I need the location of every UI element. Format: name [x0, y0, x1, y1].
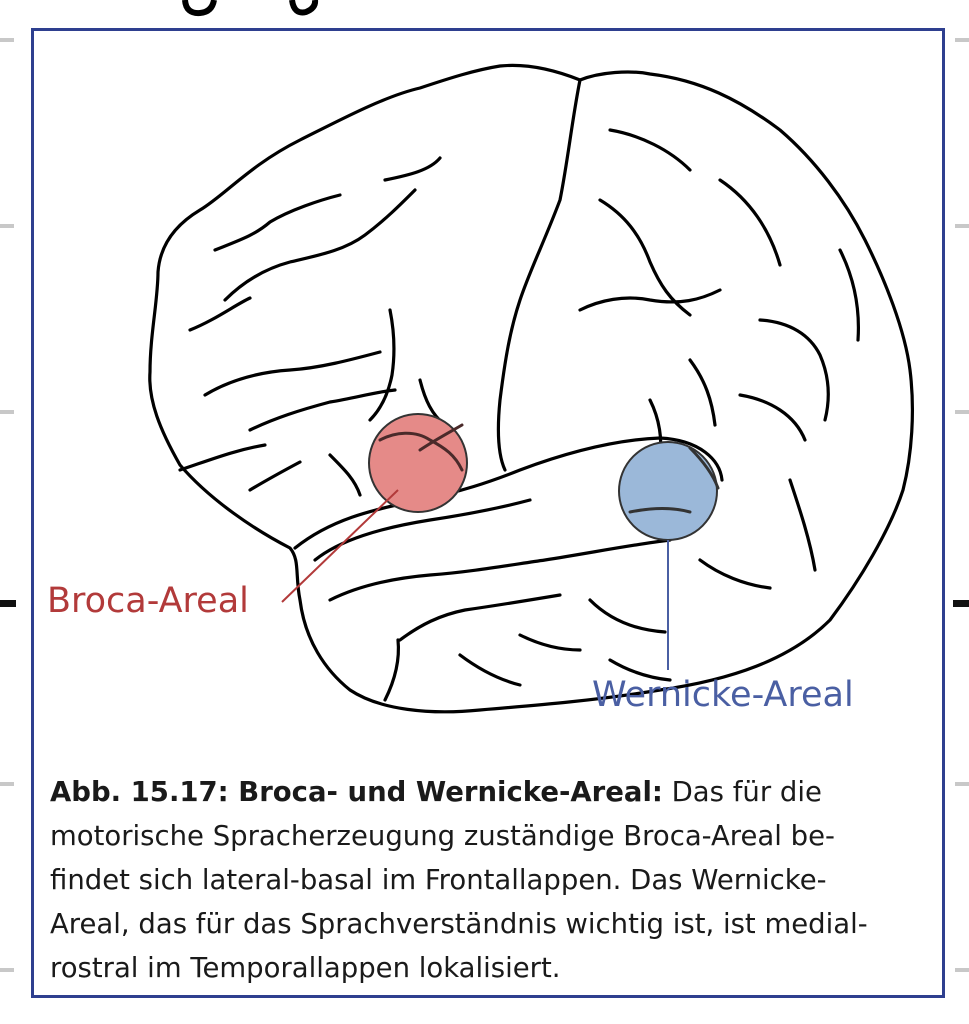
edge-mark	[955, 410, 969, 414]
figure-frame	[31, 28, 945, 998]
caption-line: rostral im Temporallappen lokalisiert.	[50, 952, 561, 984]
caption-line: motorische Spracherzeugung zuständige Br…	[50, 820, 835, 852]
edge-mark	[0, 410, 14, 414]
edge-mark	[0, 600, 16, 607]
brain-outline	[148, 63, 915, 714]
edge-mark	[953, 600, 969, 607]
lateral-fissure	[293, 436, 724, 550]
brain-diagram: Broca-Areal Wernicke-Areal	[47, 63, 915, 715]
edge-mark	[955, 782, 969, 786]
caption-line: Das für die	[662, 776, 822, 808]
edge-mark	[0, 38, 14, 42]
edge-mark	[0, 782, 14, 786]
central-sulcus	[496, 78, 582, 472]
broca-label: Broca-Areal	[47, 581, 249, 621]
wernicke-label: Wernicke-Areal	[592, 675, 854, 715]
figure-caption: Abb. 15.17: Broca- und Wernicke-Areal: D…	[50, 770, 928, 990]
caption-line: Areal, das für das Sprachverständnis wic…	[50, 908, 868, 940]
broca-area-marker	[368, 413, 468, 513]
edge-mark	[955, 224, 969, 228]
edge-mark	[0, 968, 14, 972]
edge-mark	[955, 38, 969, 42]
broca-leader-line	[281, 489, 399, 603]
wernicke-area-marker	[618, 441, 718, 541]
edge-mark	[0, 224, 14, 228]
cropped-heading-fragment	[182, 0, 319, 17]
edge-mark	[955, 968, 969, 972]
caption-title: Abb. 15.17: Broca- und Wernicke-Areal:	[50, 776, 663, 808]
caption-line: findet sich lateral-basal im Frontallapp…	[50, 864, 827, 896]
